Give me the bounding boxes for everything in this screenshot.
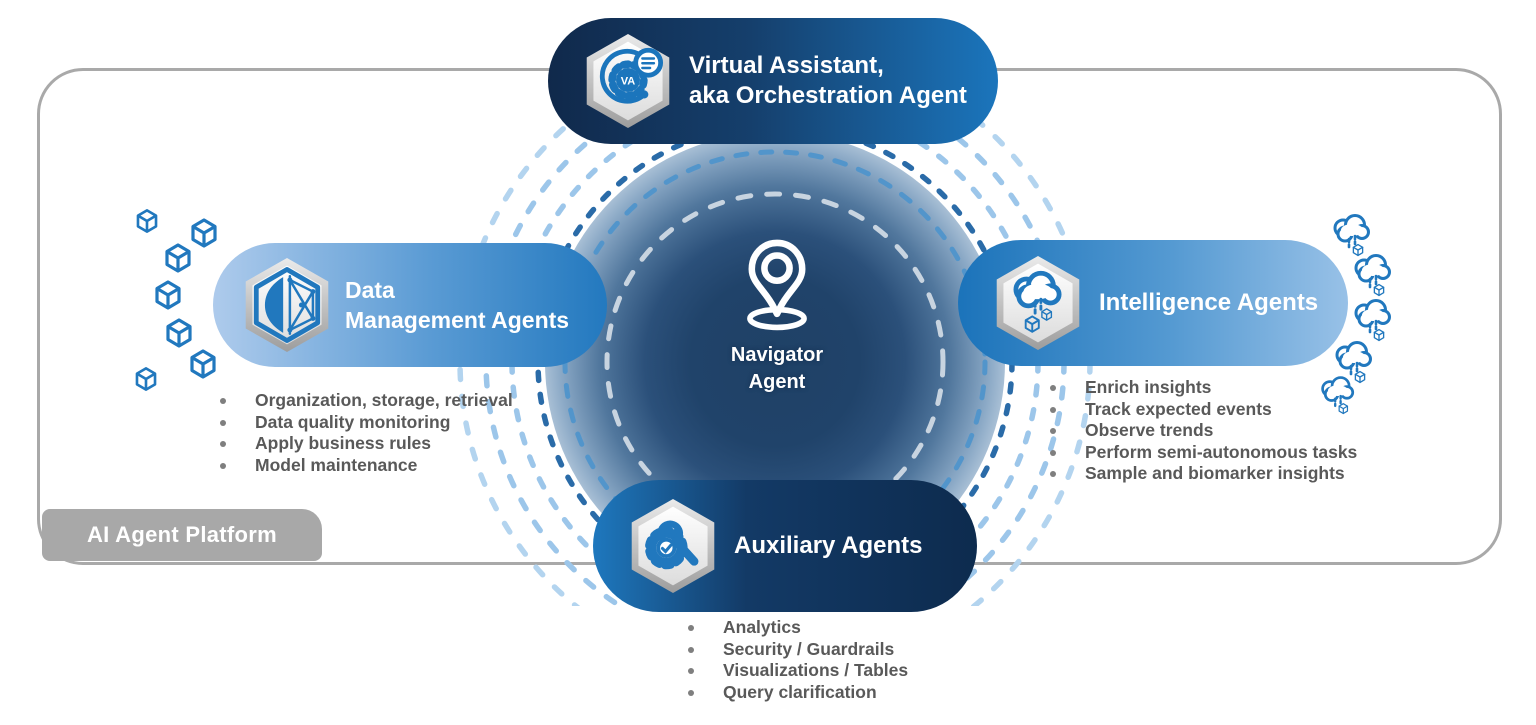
list-item-text: Analytics	[723, 617, 801, 637]
data-network-icon	[245, 257, 329, 353]
intelligence-list: Enrich insights Track expected events Ob…	[1048, 377, 1357, 485]
data-management-pill: Data Management Agents	[213, 243, 607, 367]
auxiliary-agents-pill: Auxiliary Agents	[593, 480, 977, 612]
virtual-assistant-label: Virtual Assistant, aka Orchestration Age…	[689, 51, 967, 111]
navigator-agent-label: Navigator Agent	[695, 342, 859, 396]
navigator-agent-line2: Agent	[748, 371, 806, 393]
list-item-text: Query clarification	[723, 681, 877, 702]
list-item: Analytics	[686, 617, 908, 639]
pill-label-line2: aka Orchestration Agent	[689, 82, 967, 109]
cloud-download-icons	[1323, 216, 1390, 414]
intelligence-agents-pill: Intelligence Agents	[958, 240, 1348, 366]
va-badge-text: VA	[621, 75, 636, 87]
list-item: Track expected events	[1048, 399, 1357, 421]
list-item-text: Model maintenance	[255, 454, 418, 475]
list-item-text: Track expected events	[1085, 398, 1272, 419]
list-item-text: Apply business rules	[255, 433, 432, 454]
list-item-text: Sample and biomarker insights	[1085, 463, 1345, 484]
list-item-text: Organization, storage, retrieval	[255, 390, 513, 410]
list-item: Apply business rules	[218, 433, 513, 455]
list-item-text: Visualizations / Tables	[723, 660, 909, 681]
pill-label-line2: Management Agents	[345, 307, 570, 333]
data-management-list: Organization, storage, retrieval Data qu…	[218, 390, 513, 476]
pill-label-line1: Intelligence Agents	[1099, 289, 1319, 316]
platform-label-text: AI Agent Platform	[86, 522, 278, 547]
list-item: Data quality monitoring	[218, 412, 513, 434]
pill-label-line1: Auxiliary Agents	[734, 532, 923, 559]
list-item-text: Observe trends	[1085, 420, 1214, 441]
virtual-assistant-icon: VA	[586, 33, 670, 129]
auxiliary-list: Analytics Security / Guardrails Visualiz…	[686, 617, 908, 703]
list-item-text: Data quality monitoring	[255, 411, 451, 432]
cloud-cubes-icon	[996, 255, 1080, 351]
list-item: Observe trends	[1048, 420, 1357, 442]
data-cubes-icons	[135, 209, 217, 391]
list-item: Enrich insights	[1048, 377, 1357, 399]
pill-label-line1: Virtual Assistant,	[689, 52, 884, 79]
list-item: Organization, storage, retrieval	[218, 390, 513, 412]
list-item: Visualizations / Tables	[686, 660, 908, 682]
virtual-assistant-pill: VA Virtual Assistant, aka Orchestration …	[548, 18, 998, 144]
list-item: Perform semi-autonomous tasks	[1048, 442, 1357, 464]
list-item-text: Security / Guardrails	[723, 638, 895, 659]
location-pin-icon	[747, 239, 807, 331]
platform-label: AI Agent Platform	[42, 509, 322, 561]
navigator-agent: Navigator Agent	[695, 228, 859, 396]
list-item: Security / Guardrails	[686, 639, 908, 661]
intelligence-agents-label: Intelligence Agents	[1099, 288, 1318, 318]
list-item-text: Perform semi-autonomous tasks	[1085, 441, 1358, 462]
list-item: Query clarification	[686, 682, 908, 704]
navigator-agent-line1: Navigator	[730, 344, 824, 366]
data-management-label: Data Management Agents	[345, 275, 569, 335]
list-item: Model maintenance	[218, 455, 513, 477]
gear-wrench-icon	[631, 498, 715, 594]
list-item-text: Enrich insights	[1085, 377, 1212, 397]
list-item: Sample and biomarker insights	[1048, 463, 1357, 485]
auxiliary-agents-label: Auxiliary Agents	[734, 531, 923, 561]
pill-label-line1: Data	[345, 277, 395, 303]
